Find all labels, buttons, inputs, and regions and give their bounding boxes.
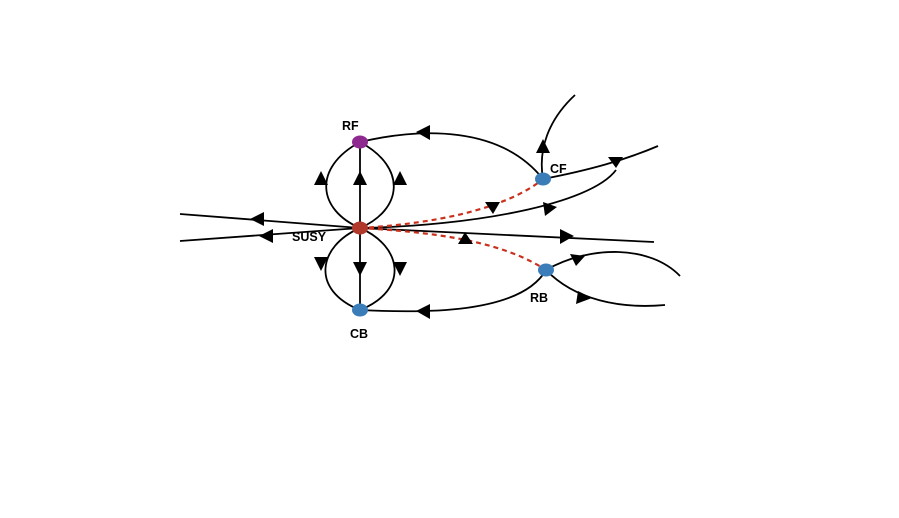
flow-line-right [359, 227, 655, 243]
flow-susy-cb-left [324, 227, 361, 311]
arrow-rb-lower [576, 291, 592, 304]
arrow-left-lower [259, 229, 273, 243]
arrow-susy-cf-curve [543, 202, 557, 216]
flow-rb-cb [359, 269, 547, 313]
arrow-down-right [393, 262, 407, 276]
arrow-down-center [353, 262, 367, 276]
link-susy-cf [359, 178, 544, 230]
arrow-rb-upper [570, 254, 585, 266]
node-susy [352, 221, 368, 235]
node-rf [352, 135, 368, 149]
flow-cf-upper-right [542, 145, 659, 180]
arrow-up-right [393, 171, 407, 185]
flow-susy-cb-right [359, 227, 396, 311]
flow-line-left-upper [179, 213, 361, 229]
arrow-right [560, 229, 574, 244]
label-cf: CF [550, 162, 567, 176]
label-rb: RB [530, 291, 548, 305]
arrow-link-susy-cf [485, 202, 500, 214]
arrow-cf-rf [416, 125, 430, 140]
node-rb [538, 263, 554, 277]
label-cb: CB [350, 327, 368, 341]
flow-susy-rf-right [359, 141, 395, 229]
arrow-up-left [314, 171, 328, 185]
arrow-cf-upper-right [608, 157, 623, 168]
arrow-link-susy-rb [458, 232, 473, 244]
node-cf [535, 172, 551, 186]
flow-susy-cf-curve [359, 169, 617, 229]
arrow-up-center [353, 171, 367, 185]
label-susy: SUSY [292, 230, 327, 244]
flow-rb-upper [545, 251, 681, 277]
label-rf: RF [342, 119, 359, 133]
flow-rb-lower [545, 269, 666, 307]
arrow-left-upper [250, 212, 264, 226]
flow-susy-rf-left [325, 141, 361, 229]
arrow-rb-cb [416, 304, 430, 319]
flow-cf-up [540, 94, 576, 180]
arrow-down-left [314, 257, 328, 271]
arrow-cf-up [536, 139, 550, 153]
node-cb [352, 303, 368, 317]
flow-cf-rf [359, 132, 544, 180]
